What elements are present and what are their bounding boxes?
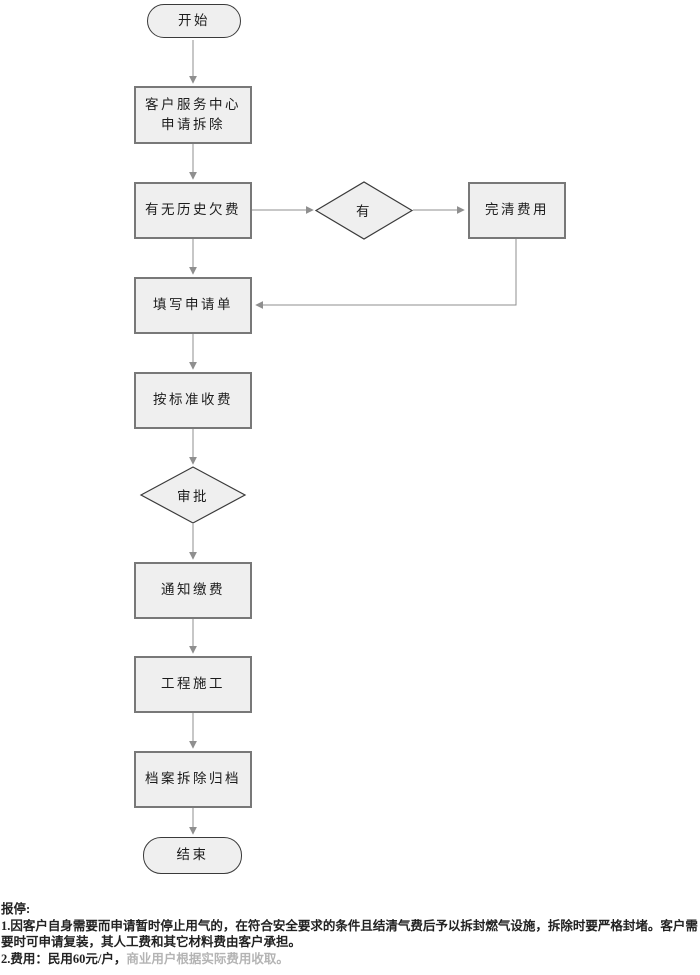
node-fill-form: 填写申请单 [134, 277, 252, 334]
footnote-2-main: 2.费用：民用60元/户， [1, 951, 127, 966]
node-settle-fees: 完清费用 [468, 182, 566, 239]
node-end: 结束 [143, 837, 242, 874]
footnote-1: 1.因客户自身需要而申请暂时停止用气的，在符合安全要求的条件且结清气费后予以拆封… [1, 918, 698, 950]
footnote-2-muted: 商业用户根据实际费用收取。 [126, 951, 289, 966]
footnotes: 报停: 1.因客户自身需要而申请暂时停止用气的，在符合安全要求的条件且结清气费后… [1, 901, 699, 967]
decision-label-has-arrears: 有 [356, 204, 372, 219]
node-standard-charge: 按标准收费 [134, 372, 252, 429]
decision-diamond-has-arrears [314, 181, 414, 240]
node-notify-payment: 通知缴费 [134, 562, 252, 619]
decision-label-approve: 审批 [177, 489, 209, 504]
node-start: 开始 [147, 4, 241, 38]
footnote-heading: 报停: [1, 902, 31, 916]
arrow-settle-to-form [255, 239, 517, 309]
node-archive: 档案拆除归档 [134, 751, 252, 808]
connector-layer [139, 40, 517, 835]
footnote-2: 2.费用：民用60元/户，商业用户根据实际费用收取。 [1, 951, 699, 968]
node-check-arrears: 有无历史欠费 [134, 182, 252, 239]
node-construction: 工程施工 [134, 656, 252, 713]
decision-diamond-approve [139, 466, 247, 524]
node-apply-removal: 客户服务中心 申请拆除 [134, 86, 252, 144]
